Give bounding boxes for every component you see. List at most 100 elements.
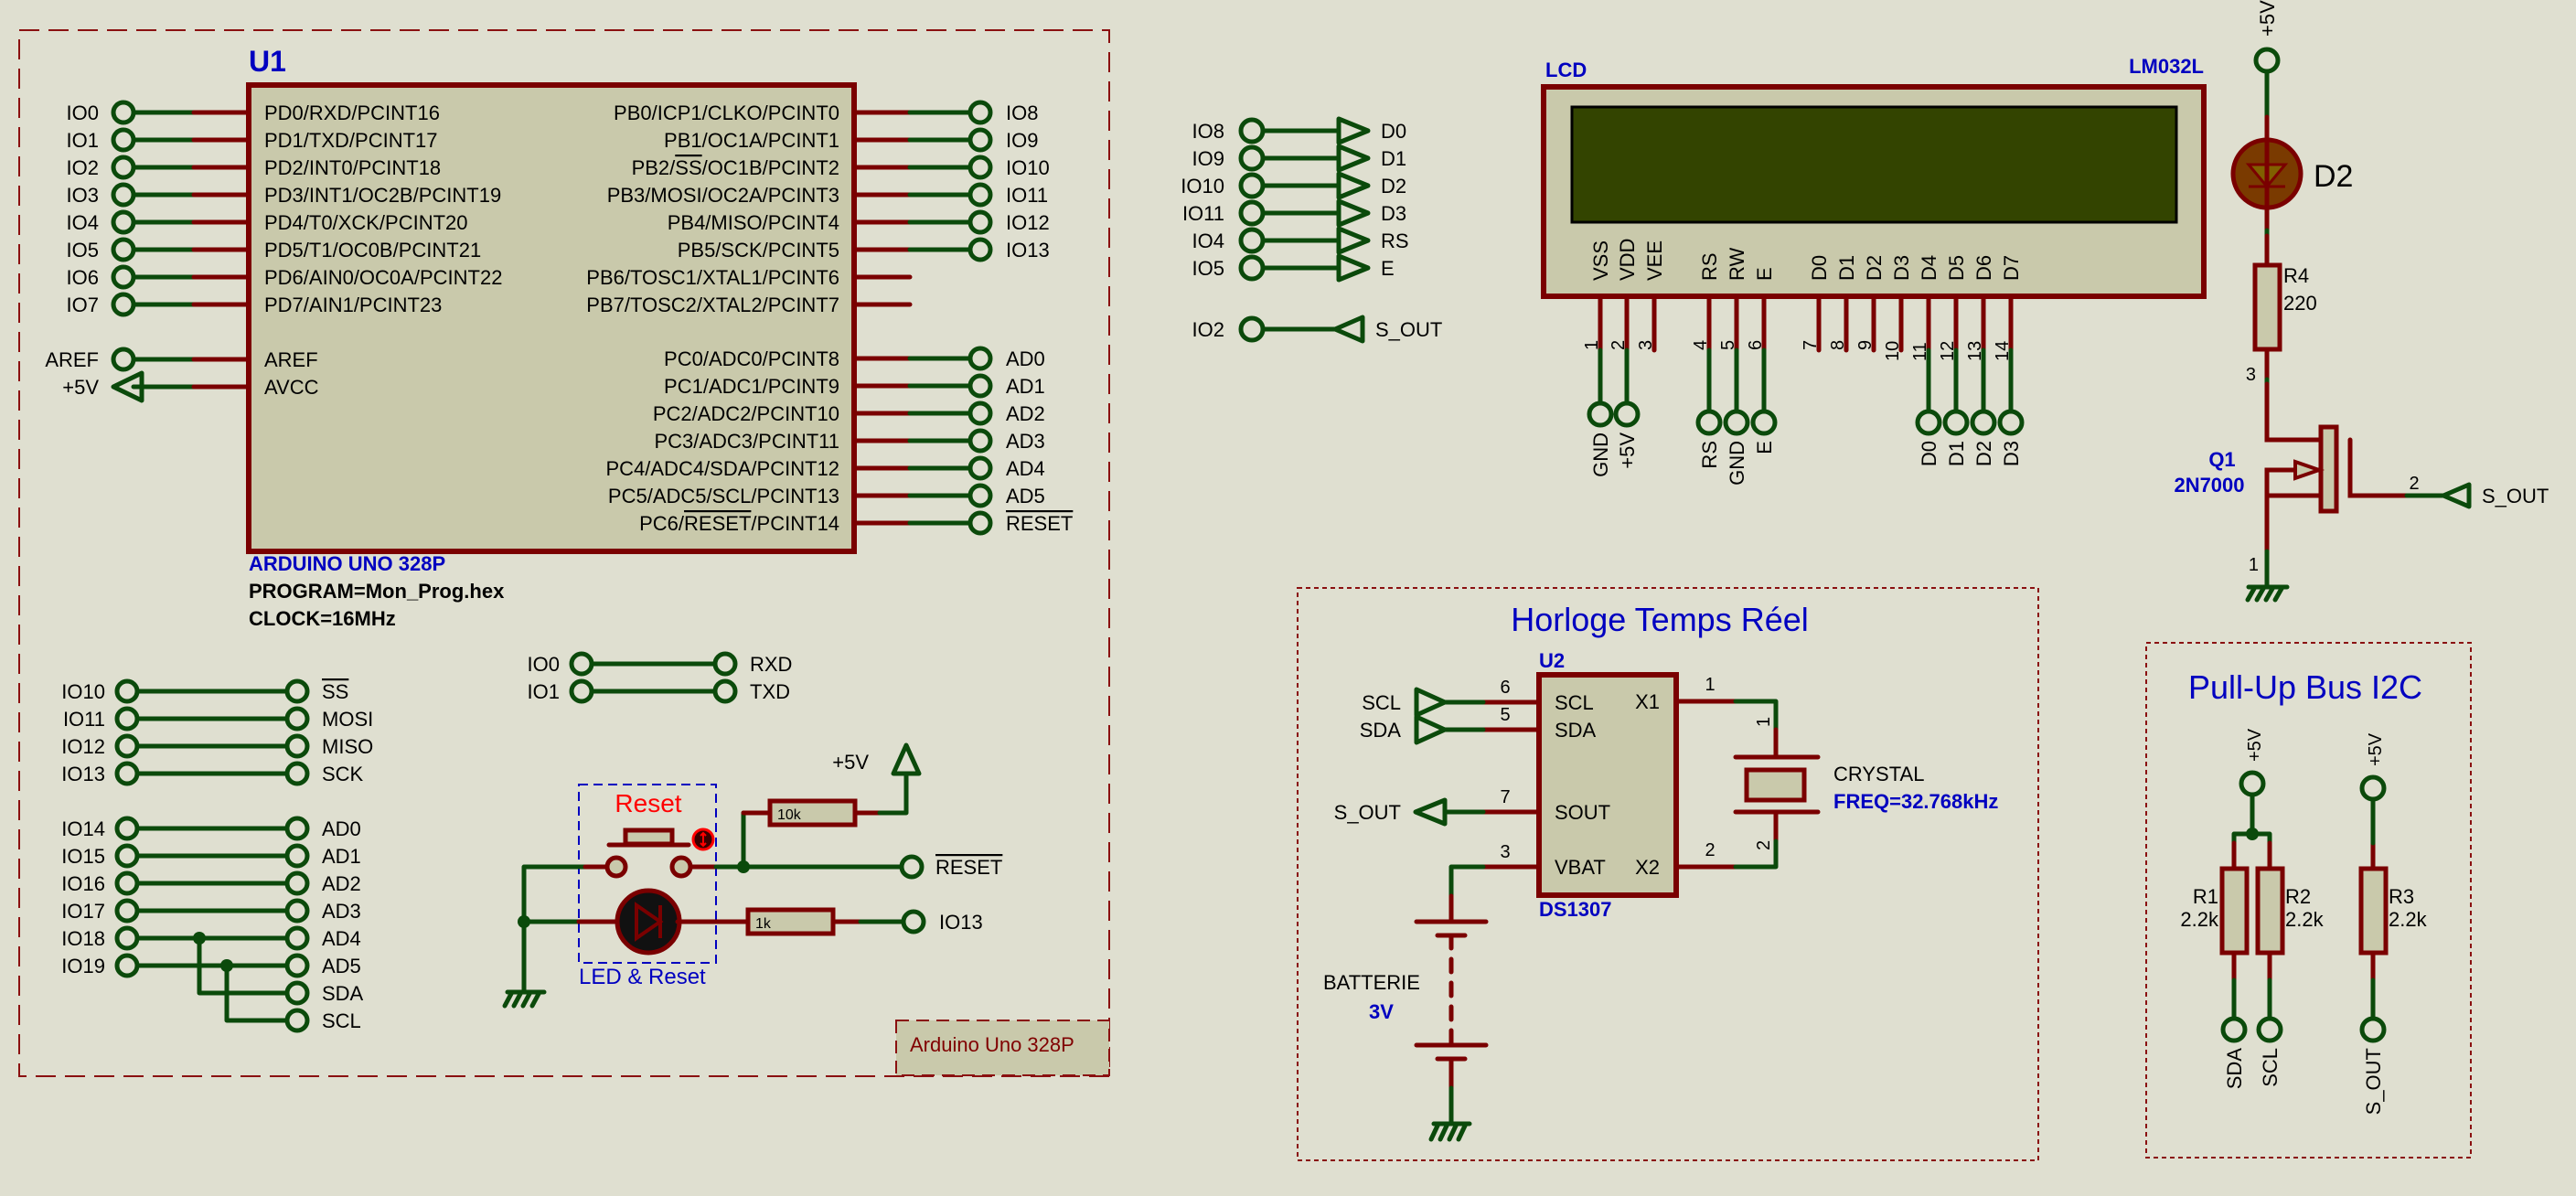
resistor-r3[interactable] xyxy=(2358,866,2389,956)
lcd-pin-number: 4 xyxy=(1691,340,1711,350)
resistor-r4[interactable] xyxy=(2252,262,2282,352)
terminal-io9[interactable] xyxy=(967,127,993,153)
terminal-ad2[interactable] xyxy=(284,870,310,896)
terminal-reset[interactable] xyxy=(967,510,993,536)
terminal-io11[interactable] xyxy=(114,706,140,731)
terminal-reset[interactable] xyxy=(899,854,925,880)
terminal-ad5[interactable] xyxy=(967,483,993,508)
mosfet-q1[interactable] xyxy=(2264,381,2410,554)
terminal-io16[interactable] xyxy=(114,870,140,896)
terminal-io4[interactable] xyxy=(111,209,136,235)
terminal-sda[interactable] xyxy=(284,980,310,1006)
terminal-io10[interactable] xyxy=(967,155,993,180)
terminal-ad5[interactable] xyxy=(284,953,310,978)
terminal-rxd[interactable] xyxy=(712,651,738,677)
lcd-terminal-gnd[interactable] xyxy=(1587,400,1614,428)
u1-pin-label: PD0/RXD/PCINT16 xyxy=(264,101,440,124)
pullup-supply-terminal-2[interactable] xyxy=(2359,774,2387,802)
lcd-terminal-label: E xyxy=(1753,441,1776,454)
crystal[interactable] xyxy=(1733,754,1821,815)
terminal-scl[interactable] xyxy=(284,1008,310,1033)
terminal-mosi[interactable] xyxy=(284,706,310,731)
terminal-io8[interactable] xyxy=(967,100,993,125)
terminal-io4[interactable] xyxy=(1238,227,1266,254)
terminal-ad0[interactable] xyxy=(284,816,310,841)
terminal-ad1[interactable] xyxy=(284,843,310,869)
terminal-ss[interactable] xyxy=(284,678,310,704)
terminal-ad3[interactable] xyxy=(967,428,993,454)
terminal-io8[interactable] xyxy=(1238,117,1266,144)
terminal-ad4[interactable] xyxy=(967,455,993,481)
lcd-terminal-d0[interactable] xyxy=(1915,409,1942,436)
lcd-terminal-+5v[interactable] xyxy=(1613,400,1641,428)
terminal-ad1[interactable] xyxy=(967,373,993,399)
terminal-miso[interactable] xyxy=(284,733,310,759)
terminal-io2[interactable] xyxy=(111,155,136,180)
resistor-r1[interactable] xyxy=(2219,866,2250,956)
driver-supply-terminal[interactable] xyxy=(2253,47,2281,74)
lcd-terminal-rs[interactable] xyxy=(1695,409,1723,436)
lcd-pin-number: 5 xyxy=(1718,340,1738,350)
terminal-io0[interactable] xyxy=(111,100,136,125)
lcd-terminal-d2[interactable] xyxy=(1970,409,1997,436)
terminal-label: IO6 xyxy=(67,266,99,289)
terminal-io11[interactable] xyxy=(967,182,993,208)
pullup-terminal-scl[interactable] xyxy=(2256,1016,2283,1043)
terminal-io5[interactable] xyxy=(111,237,136,262)
lcd-terminal-d3[interactable] xyxy=(1997,409,2025,436)
terminal-ad0[interactable] xyxy=(967,346,993,371)
terminal-io7[interactable] xyxy=(111,292,136,317)
rtc-chip-body[interactable] xyxy=(1536,672,1679,898)
terminal-label: IO11 xyxy=(1006,184,1048,207)
terminal-io10[interactable] xyxy=(1238,172,1266,199)
terminal-aref[interactable] xyxy=(111,347,136,372)
terminal-io18[interactable] xyxy=(114,925,140,951)
terminal-io1[interactable] xyxy=(111,127,136,153)
terminal-io13[interactable] xyxy=(901,909,926,934)
terminal-io1[interactable] xyxy=(569,678,594,704)
terminal-io6[interactable] xyxy=(111,264,136,290)
terminal-io13[interactable] xyxy=(114,761,140,786)
terminal-io10[interactable] xyxy=(114,678,140,704)
terminal-sck[interactable] xyxy=(284,761,310,786)
terminal-io15[interactable] xyxy=(114,843,140,869)
lcd-terminal-e[interactable] xyxy=(1750,409,1778,436)
resistor-1k[interactable]: 1k xyxy=(745,907,836,936)
resistor-r2[interactable] xyxy=(2255,866,2285,956)
terminal-io19[interactable] xyxy=(114,953,140,978)
terminal-io3[interactable] xyxy=(111,182,136,208)
u1-pin-label: AVCC xyxy=(264,376,319,399)
terminal-ad3[interactable] xyxy=(284,898,310,924)
led-d2[interactable] xyxy=(2230,136,2303,211)
terminal-io12[interactable] xyxy=(114,733,140,759)
pullup-terminal-s_out[interactable] xyxy=(2359,1016,2387,1043)
terminal-io11[interactable] xyxy=(1238,199,1266,227)
battery[interactable] xyxy=(1414,893,1489,1091)
button-state-indicator-icon[interactable] xyxy=(691,828,715,851)
pullup-supply-terminal-1[interactable] xyxy=(2239,770,2266,797)
u1-pin-label: PC2/ADC2/PCINT10 xyxy=(653,402,839,425)
terminal-txd[interactable] xyxy=(712,678,738,704)
terminal-label: IO0 xyxy=(528,653,560,676)
terminal-ad2[interactable] xyxy=(967,400,993,426)
led-d1[interactable] xyxy=(576,888,719,956)
u1-body[interactable] xyxy=(246,82,857,554)
terminal-io5[interactable] xyxy=(1238,254,1266,282)
terminal-io17[interactable] xyxy=(114,898,140,924)
terminal-ad4[interactable] xyxy=(284,925,310,951)
lcd-terminal-d1[interactable] xyxy=(1942,409,1970,436)
lcd-terminal-gnd[interactable] xyxy=(1723,409,1750,436)
terminal-label: AD2 xyxy=(1006,402,1045,425)
terminal-io9[interactable] xyxy=(1238,144,1266,172)
terminal-io12[interactable] xyxy=(967,209,993,235)
pullup-terminal-sda[interactable] xyxy=(2220,1016,2248,1043)
terminal-io2[interactable] xyxy=(1238,315,1266,343)
terminal-io0[interactable] xyxy=(569,651,594,677)
q1-drain-pin: 3 xyxy=(2246,365,2256,385)
lcd-module[interactable]: LCD LM032L VSS1GNDVDD2+5VVEE3RS4RSRW5GND… xyxy=(1541,55,2207,486)
resistor-10k[interactable]: 10k xyxy=(767,798,858,828)
terminal-io14[interactable] xyxy=(114,816,140,841)
terminal-io13[interactable] xyxy=(967,237,993,262)
